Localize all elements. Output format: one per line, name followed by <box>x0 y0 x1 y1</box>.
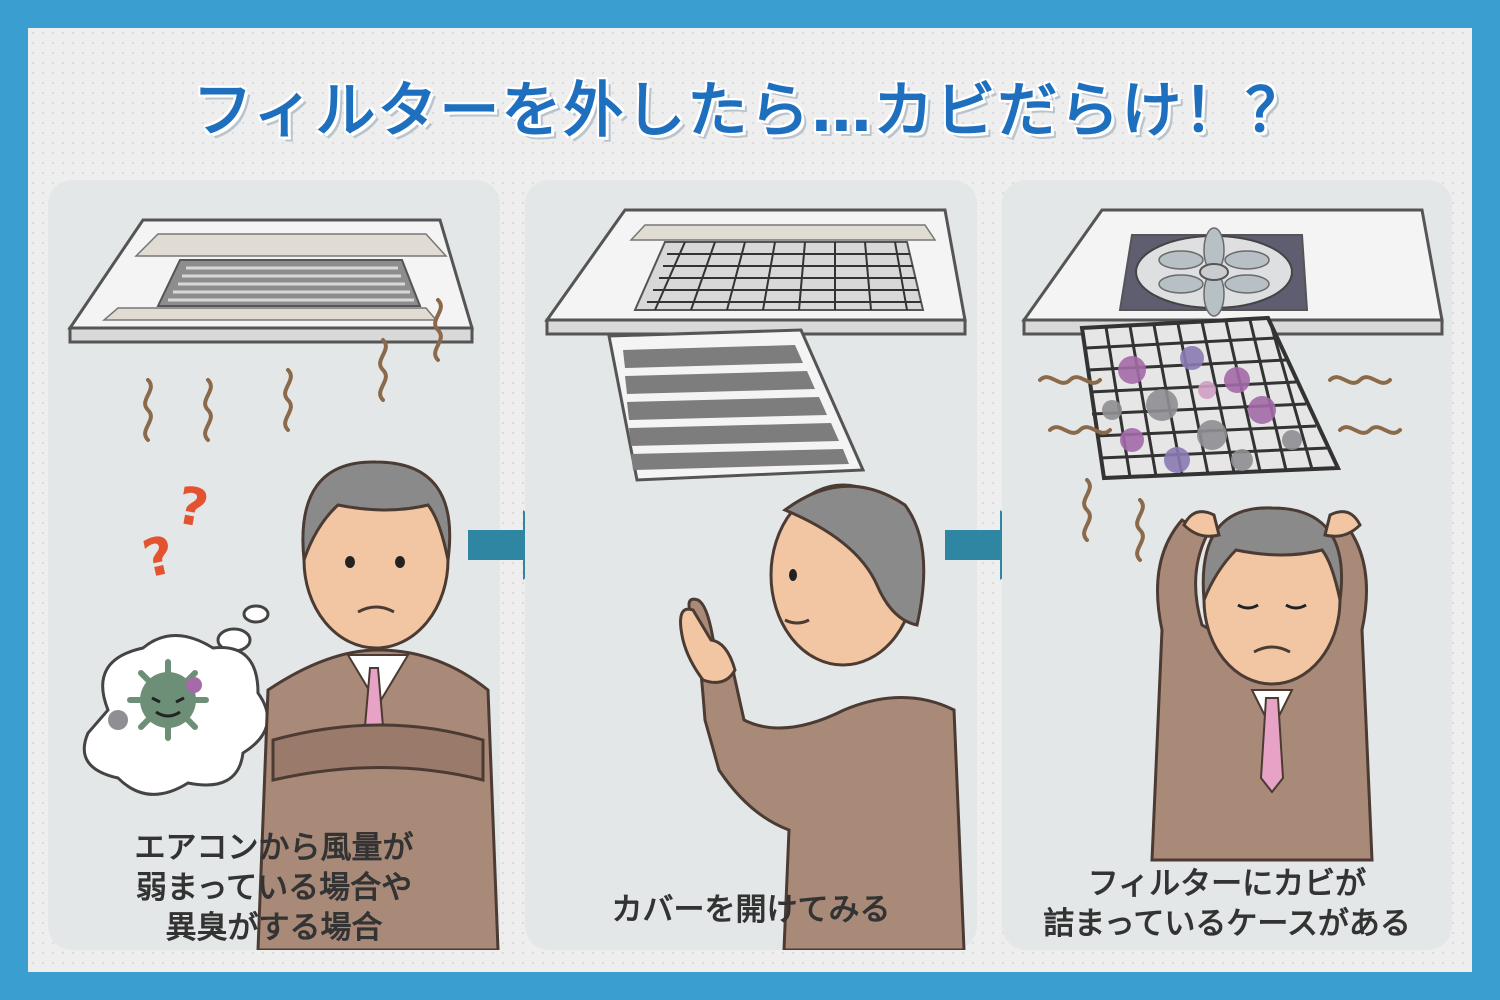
man-distressed-hands-on-head <box>1150 506 1374 862</box>
panel-step-1: ? ? <box>48 180 500 950</box>
air-conditioner-unit-fan-exposed <box>1021 208 1444 336</box>
man-pointing-up <box>679 483 966 950</box>
caption-line: 異臭がする場合 <box>165 910 383 946</box>
step-1-caption: エアコンから風量が 弱まっている場合や 異臭がする場合 <box>48 828 500 948</box>
caption-line: 詰まっているケースがある <box>1043 906 1411 942</box>
step-3-caption: フィルターにカビが 詰まっているケースがある <box>1002 864 1452 944</box>
page-title: フィルターを外したら…カビだらけ！？ <box>192 76 1308 146</box>
air-conditioner-unit-cover-open <box>544 208 967 482</box>
question-mark-icons: ? ? <box>138 476 213 591</box>
panel-step-2: カバーを開けてみる <box>525 180 977 950</box>
step-1-illustration: ? ? <box>67 218 500 950</box>
man-thinking-arms-crossed <box>256 460 500 950</box>
step-2-caption: カバーを開けてみる <box>525 890 977 930</box>
step-2-illustration <box>544 208 967 950</box>
air-conditioner-unit <box>67 218 475 344</box>
bad-smell-lines <box>143 298 443 442</box>
caption-line: カバーを開けてみる <box>611 892 891 928</box>
caption-line: エアコンから風量が <box>134 830 414 866</box>
bad-smell-lines <box>1038 375 1402 562</box>
caption-line: 弱まっている場合や <box>135 870 413 906</box>
panel-step-3: フィルターにカビが 詰まっているケースがある <box>1002 180 1452 950</box>
moldy-filter <box>1079 315 1342 481</box>
caption-line: フィルターにカビが <box>1087 866 1367 902</box>
thought-bubble-mold-icon <box>82 604 270 796</box>
svg-text:?: ? <box>138 525 180 590</box>
step-3-illustration <box>1021 208 1444 862</box>
svg-text:?: ? <box>172 476 212 540</box>
